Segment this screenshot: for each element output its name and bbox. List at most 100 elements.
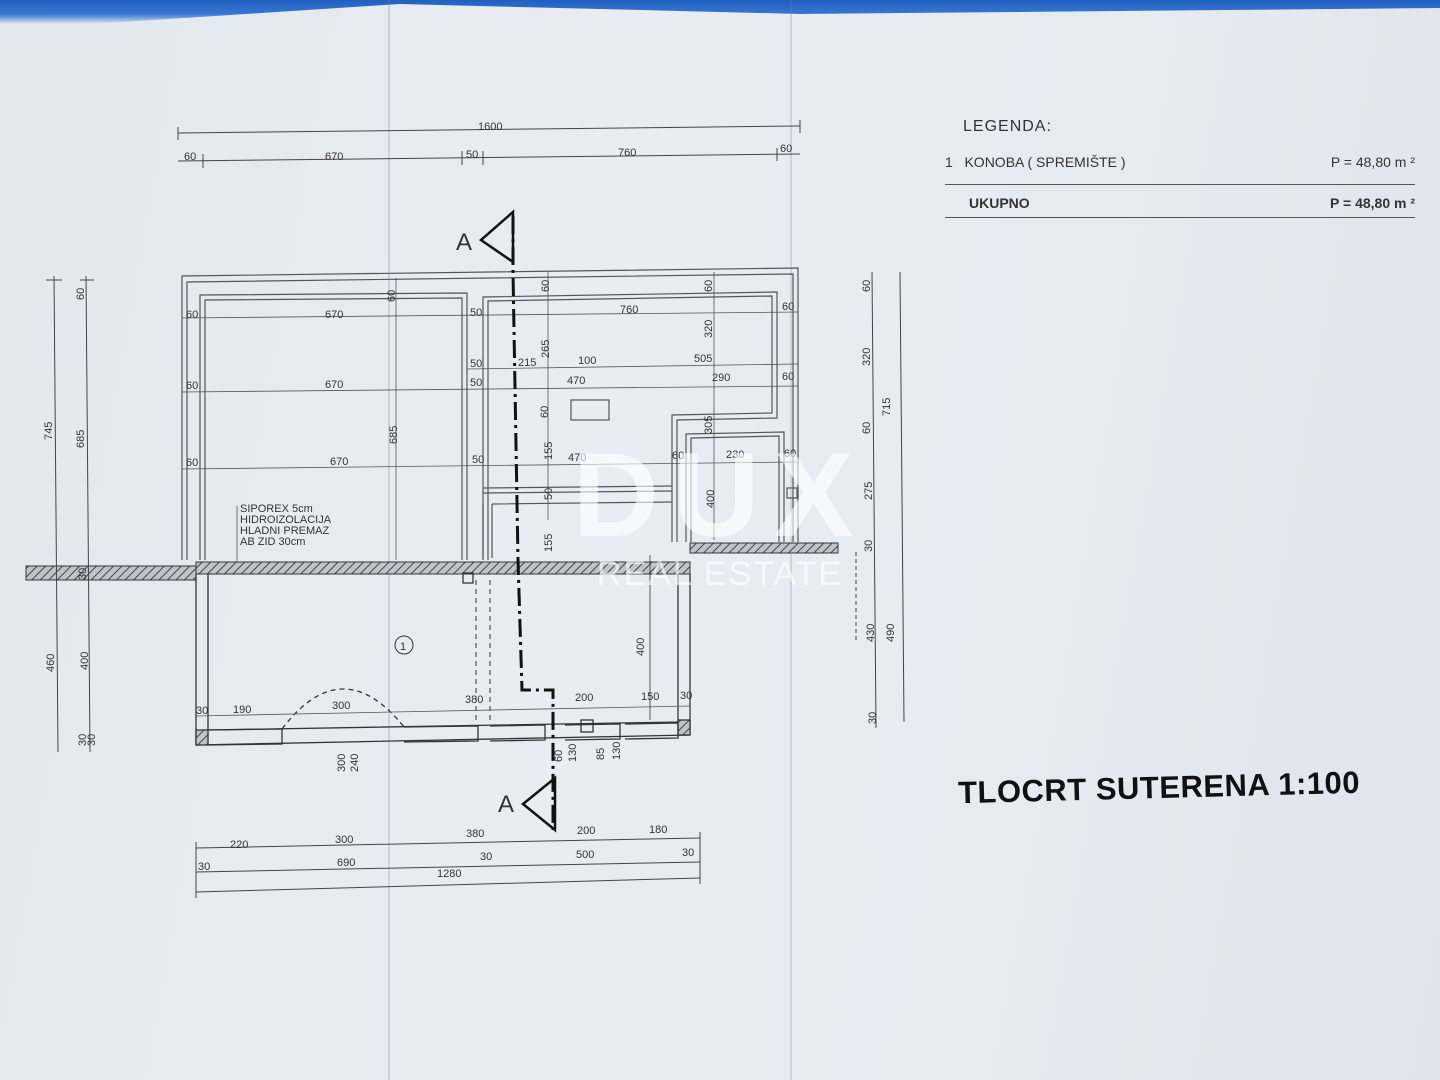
legend-total-area: P = 48,80 m ² [1330,195,1415,211]
legend-item-label: KONOBA ( SPREMIŠTE ) [964,154,1126,170]
dim-label: 155 [543,442,555,460]
room-number: 1 [400,641,406,653]
dim-label: 670 [330,456,348,468]
dim-label: 305 [703,416,715,434]
dim-label: 60 [386,290,398,302]
dim-label: 400 [705,490,717,508]
dim-top: 670 [325,151,343,163]
left-dimension-labels: 745 460 30 60 685 30 400 30 [43,288,98,746]
dim-label: 230 [726,449,744,461]
section-marker-bottom: A [498,791,514,818]
dim-label: 60 [186,309,198,321]
dim-label: 50 [470,377,482,389]
dim-label: 60 [782,371,794,383]
dim-label: 275 [863,482,875,500]
dim-top-total: 1600 [478,121,502,133]
dim-label: 30 [86,734,98,746]
dim-label: 60 [703,280,715,292]
dim-label: 240 [349,754,361,772]
bottom-dimension-lines [195,832,701,898]
legend-total: UKUPNO P = 48,80 m ² [945,195,1415,218]
dim-top: 60 [184,151,196,163]
dim-label: 60 [540,280,552,292]
interior-dimension-labels: 60 670 50 760 60 50 215 100 505 60 670 5… [186,280,796,552]
upper-walls [181,267,799,560]
wall-layer-note: AB ZID 30cm [240,536,305,548]
dim-label: 220 [230,839,248,851]
basement-wall-hatch [195,561,691,575]
dim-label: 50 [543,488,555,500]
dim-top: 60 [780,143,792,155]
dim-label: 685 [388,426,400,444]
paper-fold-line [790,0,792,1080]
right-dimension-labels: 60 320 60 275 30 430 30 715 490 [861,280,897,724]
dim-label: 380 [465,694,483,706]
dim-label: 670 [325,379,343,391]
right-dimension-lines [855,271,905,729]
wall-layer-note: SIPOREX 5cm [240,503,313,515]
basement-room-walls [195,555,691,746]
legend-item-area: P = 48,80 m ² [1330,154,1415,170]
dim-label: 215 [518,357,536,369]
legend-total-label: UKUPNO [969,195,1030,211]
dim-label: 685 [75,430,87,448]
legend-panel: LEGENDA: 1 KONOBA ( SPREMIŠTE ) P = 48,8… [945,118,1415,218]
dim-label: 30 [196,705,208,717]
dim-label: 30 [198,861,210,873]
dim-label: 380 [466,828,484,840]
dim-label: 180 [649,824,667,836]
dim-label: 400 [635,638,647,656]
dim-label: 690 [337,857,355,869]
dim-label: 200 [575,692,593,704]
dim-label: 30 [682,847,694,859]
wall-layer-note: HIDROIZOLACIJA [240,514,332,526]
dim-label: 300 [336,754,348,772]
dim-label: 85 [595,748,607,760]
wall-layer-note: HLADNI PREMAZ [240,525,330,537]
dim-label: 430 [865,624,877,642]
watermark: DUX REAL ESTATE [500,425,940,594]
dim-label: 60 [861,422,873,434]
lower-dimension-labels: 30 190 300 380 200 150 30 300 240 60 130… [195,638,692,772]
dim-top: 50 [466,149,478,161]
dim-top: 760 [618,147,636,159]
legend-title: LEGENDA: [963,118,1052,135]
dim-label: 1280 [437,868,461,880]
dim-label: 130 [567,744,579,762]
legend-item-number: 1 [945,154,953,170]
legend-item-name: 1 KONOBA ( SPREMIŠTE ) [945,154,1126,170]
dim-label: 100 [578,355,596,367]
dim-label: 60 [672,450,684,462]
dim-label: 130 [611,742,623,760]
dim-label: 50 [470,358,482,370]
dim-label: 320 [703,320,715,338]
dim-label: 670 [325,309,343,321]
ground-wall-hatch [689,542,839,554]
dim-label: 745 [43,422,55,440]
dim-label: 300 [332,700,350,712]
interior-dimension-lines [181,272,799,560]
dim-label: 30 [480,851,492,863]
dim-label: 470 [567,375,585,387]
dim-label: 505 [694,353,712,365]
dim-label: 60 [186,380,198,392]
top-dimension-lines [177,120,801,168]
dim-label: 300 [335,834,353,846]
dim-label: 150 [641,691,659,703]
dim-label: 400 [79,652,91,670]
wall-layer-notes: SIPOREX 5cm HIDROIZOLACIJA HLADNI PREMAZ… [236,503,332,565]
ground-wall-hatch [25,565,197,581]
dim-label: 470 [568,452,586,464]
dim-label: 30 [863,540,875,552]
section-line-a: A A [456,209,557,833]
dim-label: 60 [784,448,796,460]
dim-label: 60 [782,301,794,313]
dim-label: 50 [470,307,482,319]
bottom-dimension-labels: 220 300 380 200 180 30 690 30 500 30 128… [198,824,694,880]
section-marker-top: A [456,229,472,256]
dim-label: 30 [867,712,879,724]
watermark-brand: DUX [572,428,868,562]
paper-fold-line [388,0,390,1080]
